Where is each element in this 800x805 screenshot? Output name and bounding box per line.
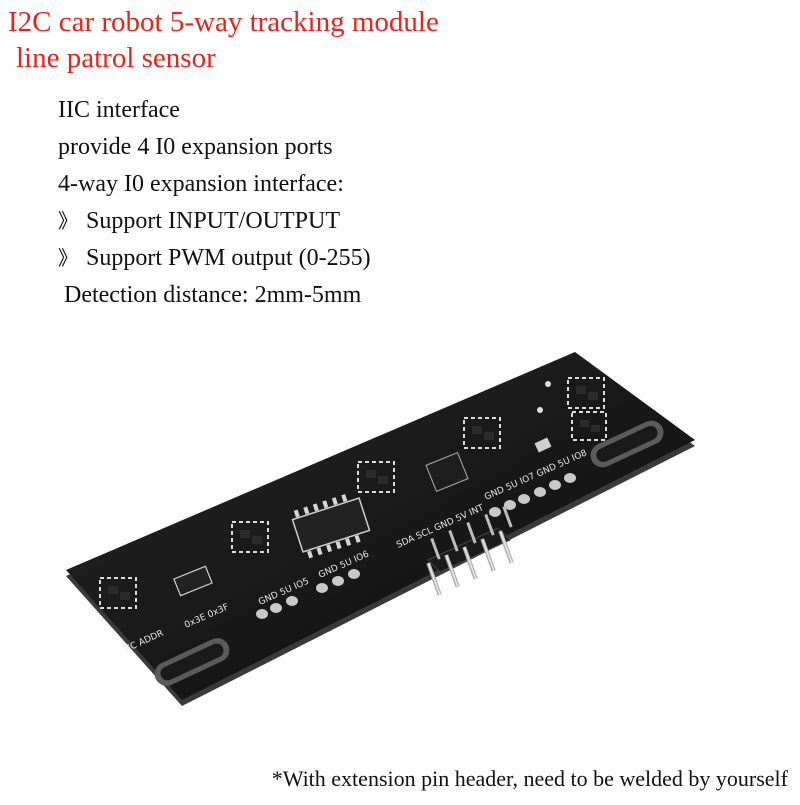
feature-item: provide 4 I0 expansion ports (58, 129, 371, 166)
feature-subitem: 》 Support INPUT/OUTPUT (58, 203, 371, 240)
double-chevron-icon: 》 (58, 246, 78, 270)
mounting-slot (590, 420, 664, 468)
feature-text: IIC interface (58, 97, 180, 123)
footnote: *With extension pin header, need to be w… (271, 766, 788, 791)
pcb-board (66, 352, 695, 700)
feature-text: provide 4 I0 expansion ports (58, 134, 333, 160)
feature-item: IIC interface (58, 92, 371, 129)
ir-sensor (357, 461, 395, 493)
via-dot (537, 407, 543, 413)
expander-chip (291, 494, 371, 559)
feature-text: 4-way I0 expansion interface: (58, 171, 344, 197)
mounting-slot (154, 638, 230, 686)
ir-sensor (571, 411, 607, 441)
ir-sensor (231, 521, 269, 553)
crystal-component (534, 437, 552, 453)
feature-text: Detection distance: 2mm-5mm (64, 282, 362, 308)
feature-item: Detection distance: 2mm-5mm (64, 277, 371, 314)
io6-pads (316, 569, 360, 593)
ir-sensor (99, 577, 137, 609)
feature-subitem: 》 Support PWM output (0-255) (58, 240, 371, 277)
via-dot (545, 381, 551, 387)
double-chevron-icon: 》 (58, 209, 78, 233)
pin-header (426, 505, 514, 596)
title-line-1: I2C car robot 5-way tracking module (8, 6, 439, 38)
feature-text: Support PWM output (0-255) (86, 245, 371, 271)
feature-text: Support INPUT/OUTPUT (86, 208, 341, 234)
title-line-2: line patrol sensor (16, 42, 216, 74)
ir-sensor (567, 377, 605, 409)
feature-list: IIC interface provide 4 I0 expansion por… (58, 92, 371, 314)
io5-pads (256, 596, 298, 619)
ir-sensor (463, 417, 501, 449)
microcontroller-chip (425, 451, 469, 493)
small-ic (173, 565, 213, 597)
feature-item: 4-way I0 expansion interface: (58, 166, 371, 203)
io7-io8-pads (489, 473, 576, 517)
product-title: I2C car robot 5-way tracking module line… (8, 4, 439, 76)
